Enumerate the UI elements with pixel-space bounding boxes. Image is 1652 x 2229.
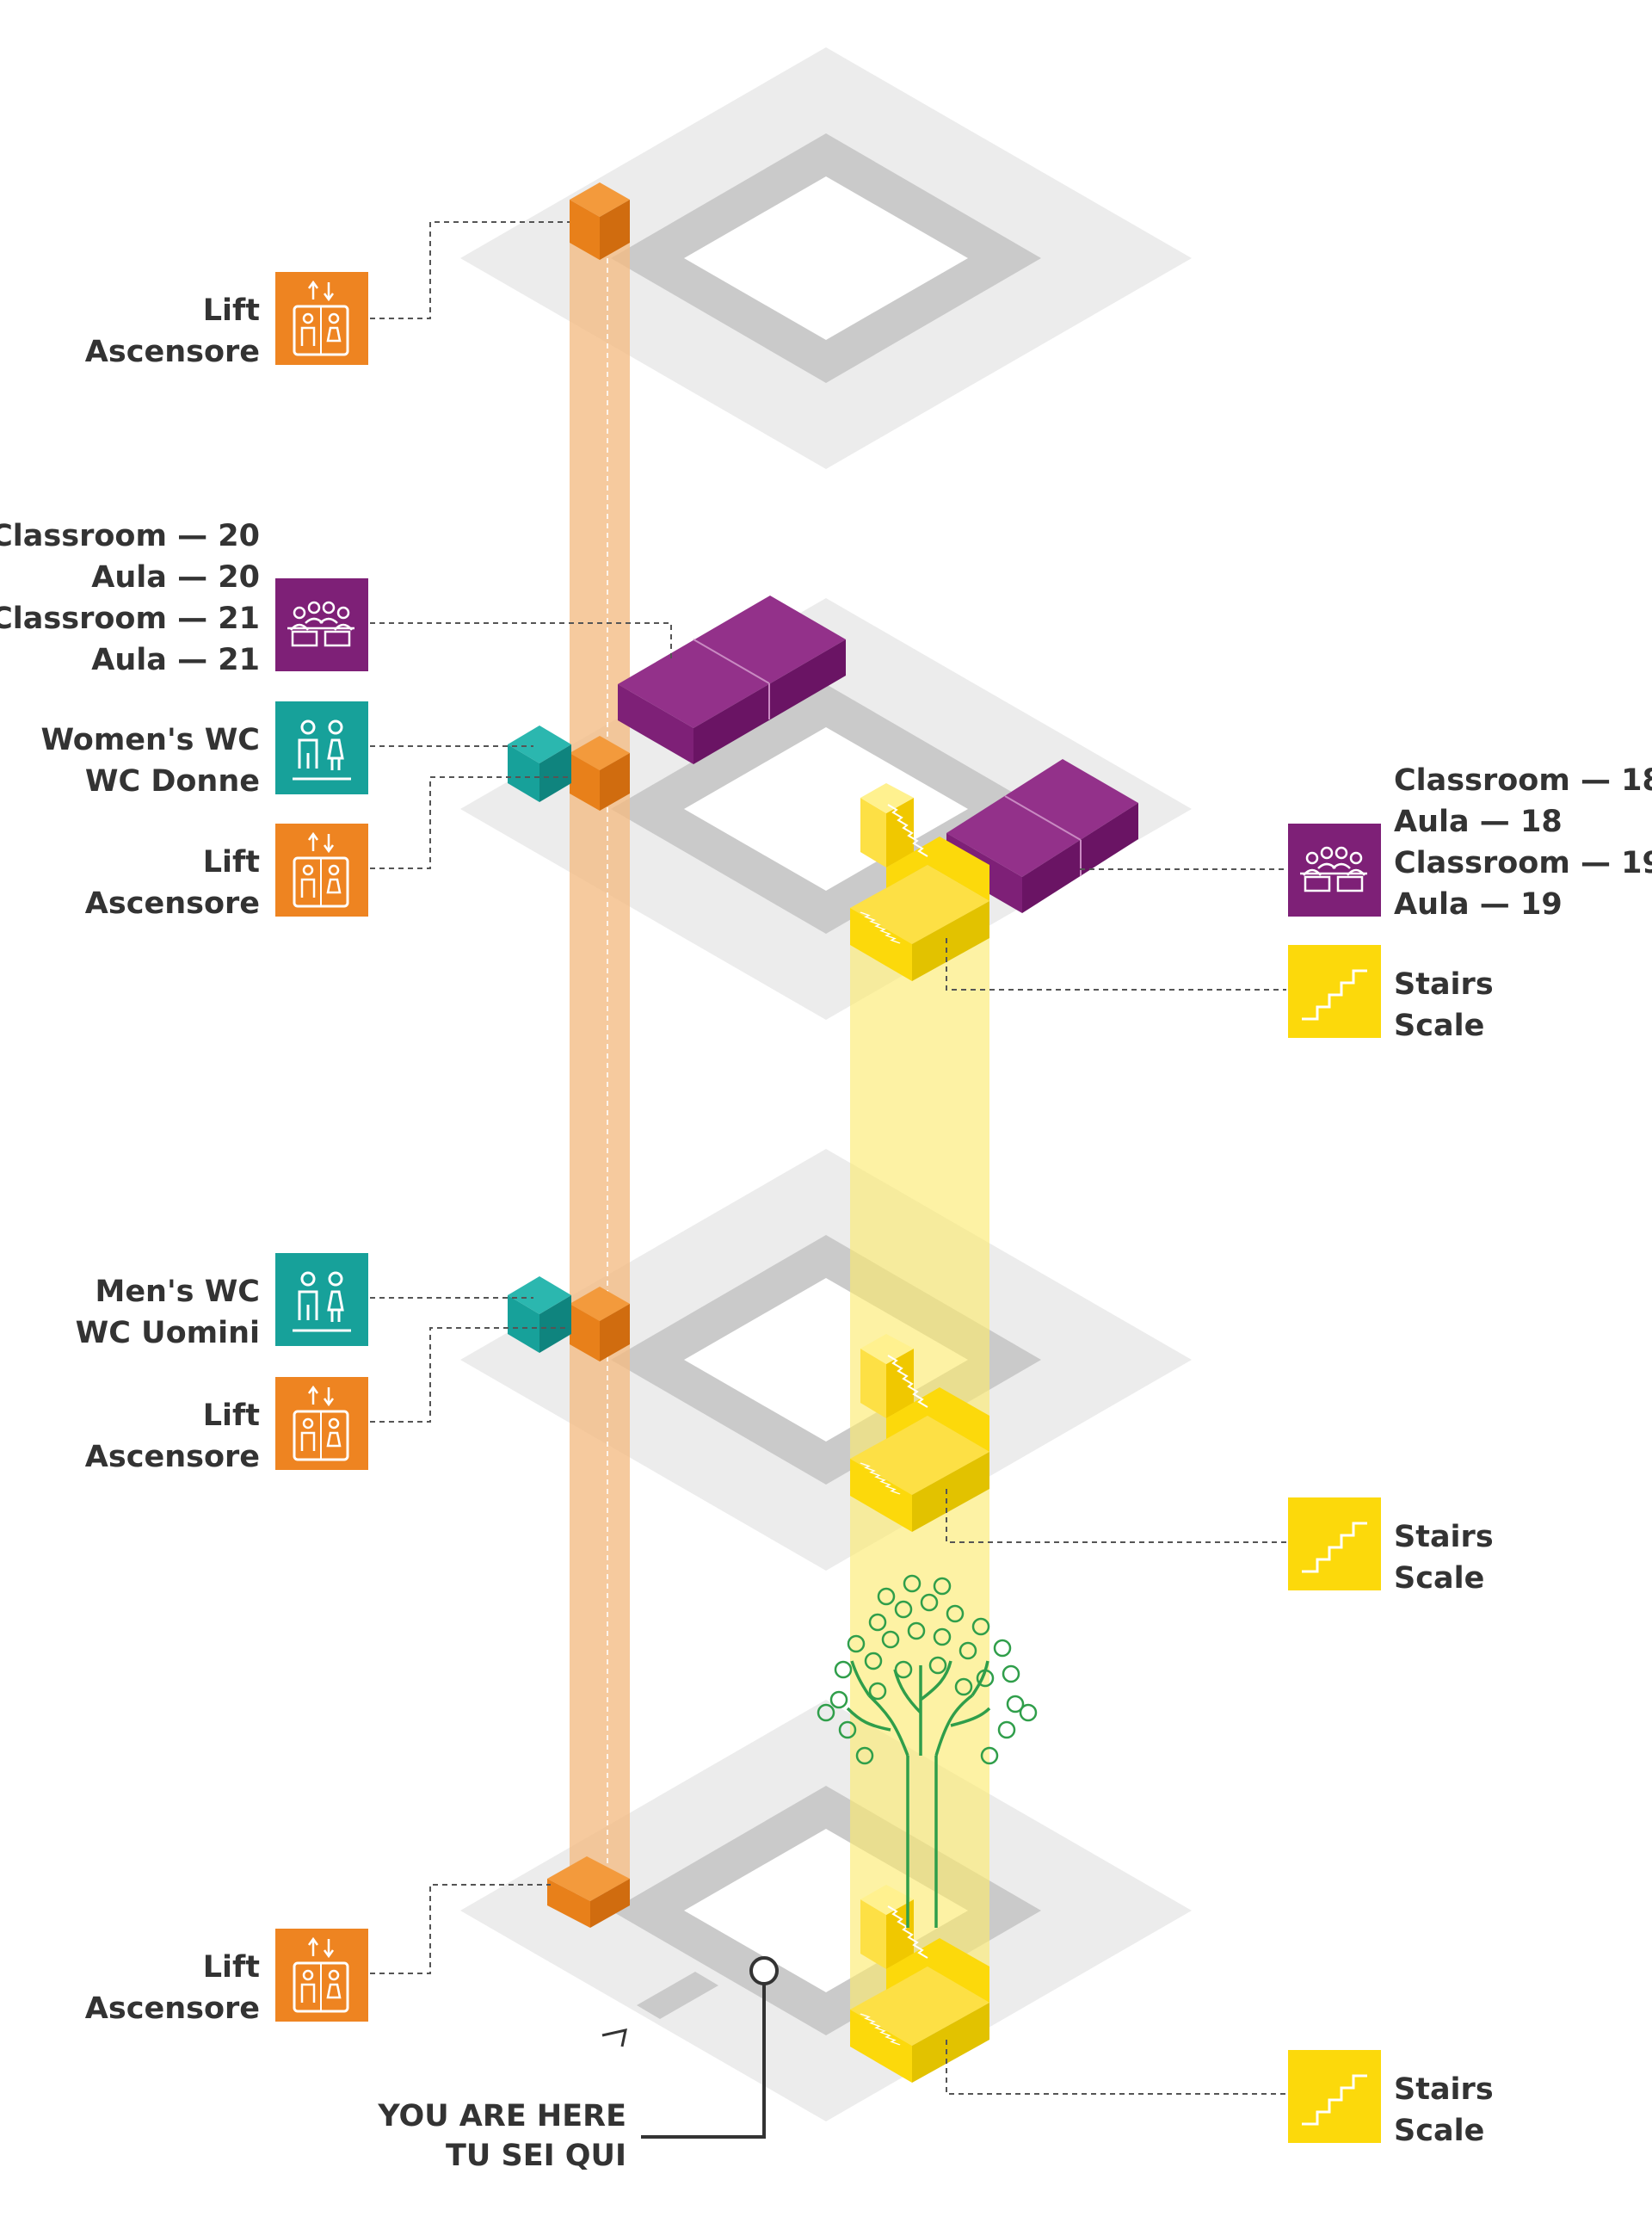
wc-icon-tile	[275, 1253, 368, 1346]
stairs-floor-3	[850, 783, 989, 981]
scale-label: Scale	[1394, 1561, 1484, 1596]
womens-wc-box	[508, 726, 571, 802]
mens-wc-box	[508, 1276, 571, 1353]
legend-lift-floor-2: Lift Ascensore	[85, 1377, 368, 1474]
wc-donne-label: WC Donne	[85, 764, 260, 799]
lift-box-floor-1	[547, 1856, 630, 1928]
womens-wc-label: Women's WC	[40, 723, 260, 757]
legend-womens-wc: Women's WC WC Donne	[40, 701, 368, 799]
tree-leaves	[817, 1574, 1038, 1765]
lift-box-floor-2	[570, 1287, 630, 1361]
lift-box-floor-3	[570, 736, 630, 811]
stairs-floor-1	[850, 1885, 989, 2083]
classroom-19-label: Classroom — 19	[1394, 846, 1652, 880]
legend-stairs-floor-1: Stairs Scale	[1288, 2050, 1494, 2148]
scale-label: Scale	[1394, 2114, 1484, 2148]
aula-20-label: Aula — 20	[91, 560, 260, 595]
tu-sei-qui-label: TU SEI QUI	[446, 2139, 626, 2173]
lift-box-floor-4	[570, 182, 630, 260]
legend-classrooms-18-19: Classroom — 18 Aula — 18 Classroom — 19 …	[1288, 763, 1652, 922]
location-pin-icon	[749, 1956, 779, 1985]
ascensore-label: Ascensore	[85, 1440, 260, 1474]
legend-lift-floor-4: Lift Ascensore	[85, 272, 368, 369]
aula-21-label: Aula — 21	[91, 643, 260, 677]
legend-lift-floor-1: Lift Ascensore	[85, 1929, 368, 2026]
ascensore-label: Ascensore	[85, 335, 260, 369]
legend-stairs-floor-2: Stairs Scale	[1288, 1497, 1494, 1596]
classroom-icon-tile	[275, 578, 368, 671]
mens-wc-label: Men's WC	[95, 1275, 260, 1309]
you-are-here-label: YOU ARE HERE	[377, 2099, 626, 2133]
stairs-label: Stairs	[1394, 1520, 1494, 1554]
classroom-icon-tile	[1288, 824, 1381, 917]
ascensore-label: Ascensore	[85, 1991, 260, 2026]
classroom-18-label: Classroom — 18	[1394, 763, 1652, 798]
stairs-icon-tile	[1288, 945, 1381, 1038]
stairs-label: Stairs	[1394, 967, 1494, 1002]
stairs-icon-tile	[1288, 1497, 1381, 1590]
lift-label: Lift	[203, 293, 260, 328]
classroom-20-label: Classroom — 20	[0, 519, 260, 553]
wc-icon-tile	[275, 701, 368, 794]
stairs-icon-tile	[1288, 2050, 1381, 2143]
legend-lift-floor-3: Lift Ascensore	[85, 824, 368, 921]
aula-18-label: Aula — 18	[1394, 805, 1563, 839]
tree-illustration	[817, 1574, 1038, 1928]
legend-mens-wc: Men's WC WC Uomini	[76, 1253, 368, 1350]
lift-label: Lift	[203, 845, 260, 880]
leader-lines	[370, 221, 1286, 2095]
stairs-label: Stairs	[1394, 2072, 1494, 2107]
floor-4	[460, 47, 1192, 469]
legend-classrooms-20-21: Classroom — 20 Aula — 20 Classroom — 21 …	[0, 519, 368, 677]
lift-label: Lift	[203, 1399, 260, 1433]
entrance-arrow-icon	[601, 2028, 627, 2047]
legend-stairs-floor-3: Stairs Scale	[1288, 945, 1494, 1043]
wc-uomini-label: WC Uomini	[76, 1316, 260, 1350]
classroom-block-20-21	[618, 596, 846, 764]
classroom-21-label: Classroom — 21	[0, 602, 260, 636]
stairs-floor-2	[850, 1334, 989, 1532]
lift-label: Lift	[203, 1950, 260, 1985]
aula-19-label: Aula — 19	[1394, 887, 1563, 922]
ascensore-label: Ascensore	[85, 886, 260, 921]
lift-shaft	[570, 241, 630, 1893]
scale-label: Scale	[1394, 1009, 1484, 1043]
you-are-here-marker: YOU ARE HERE TU SEI QUI	[377, 1956, 779, 2173]
